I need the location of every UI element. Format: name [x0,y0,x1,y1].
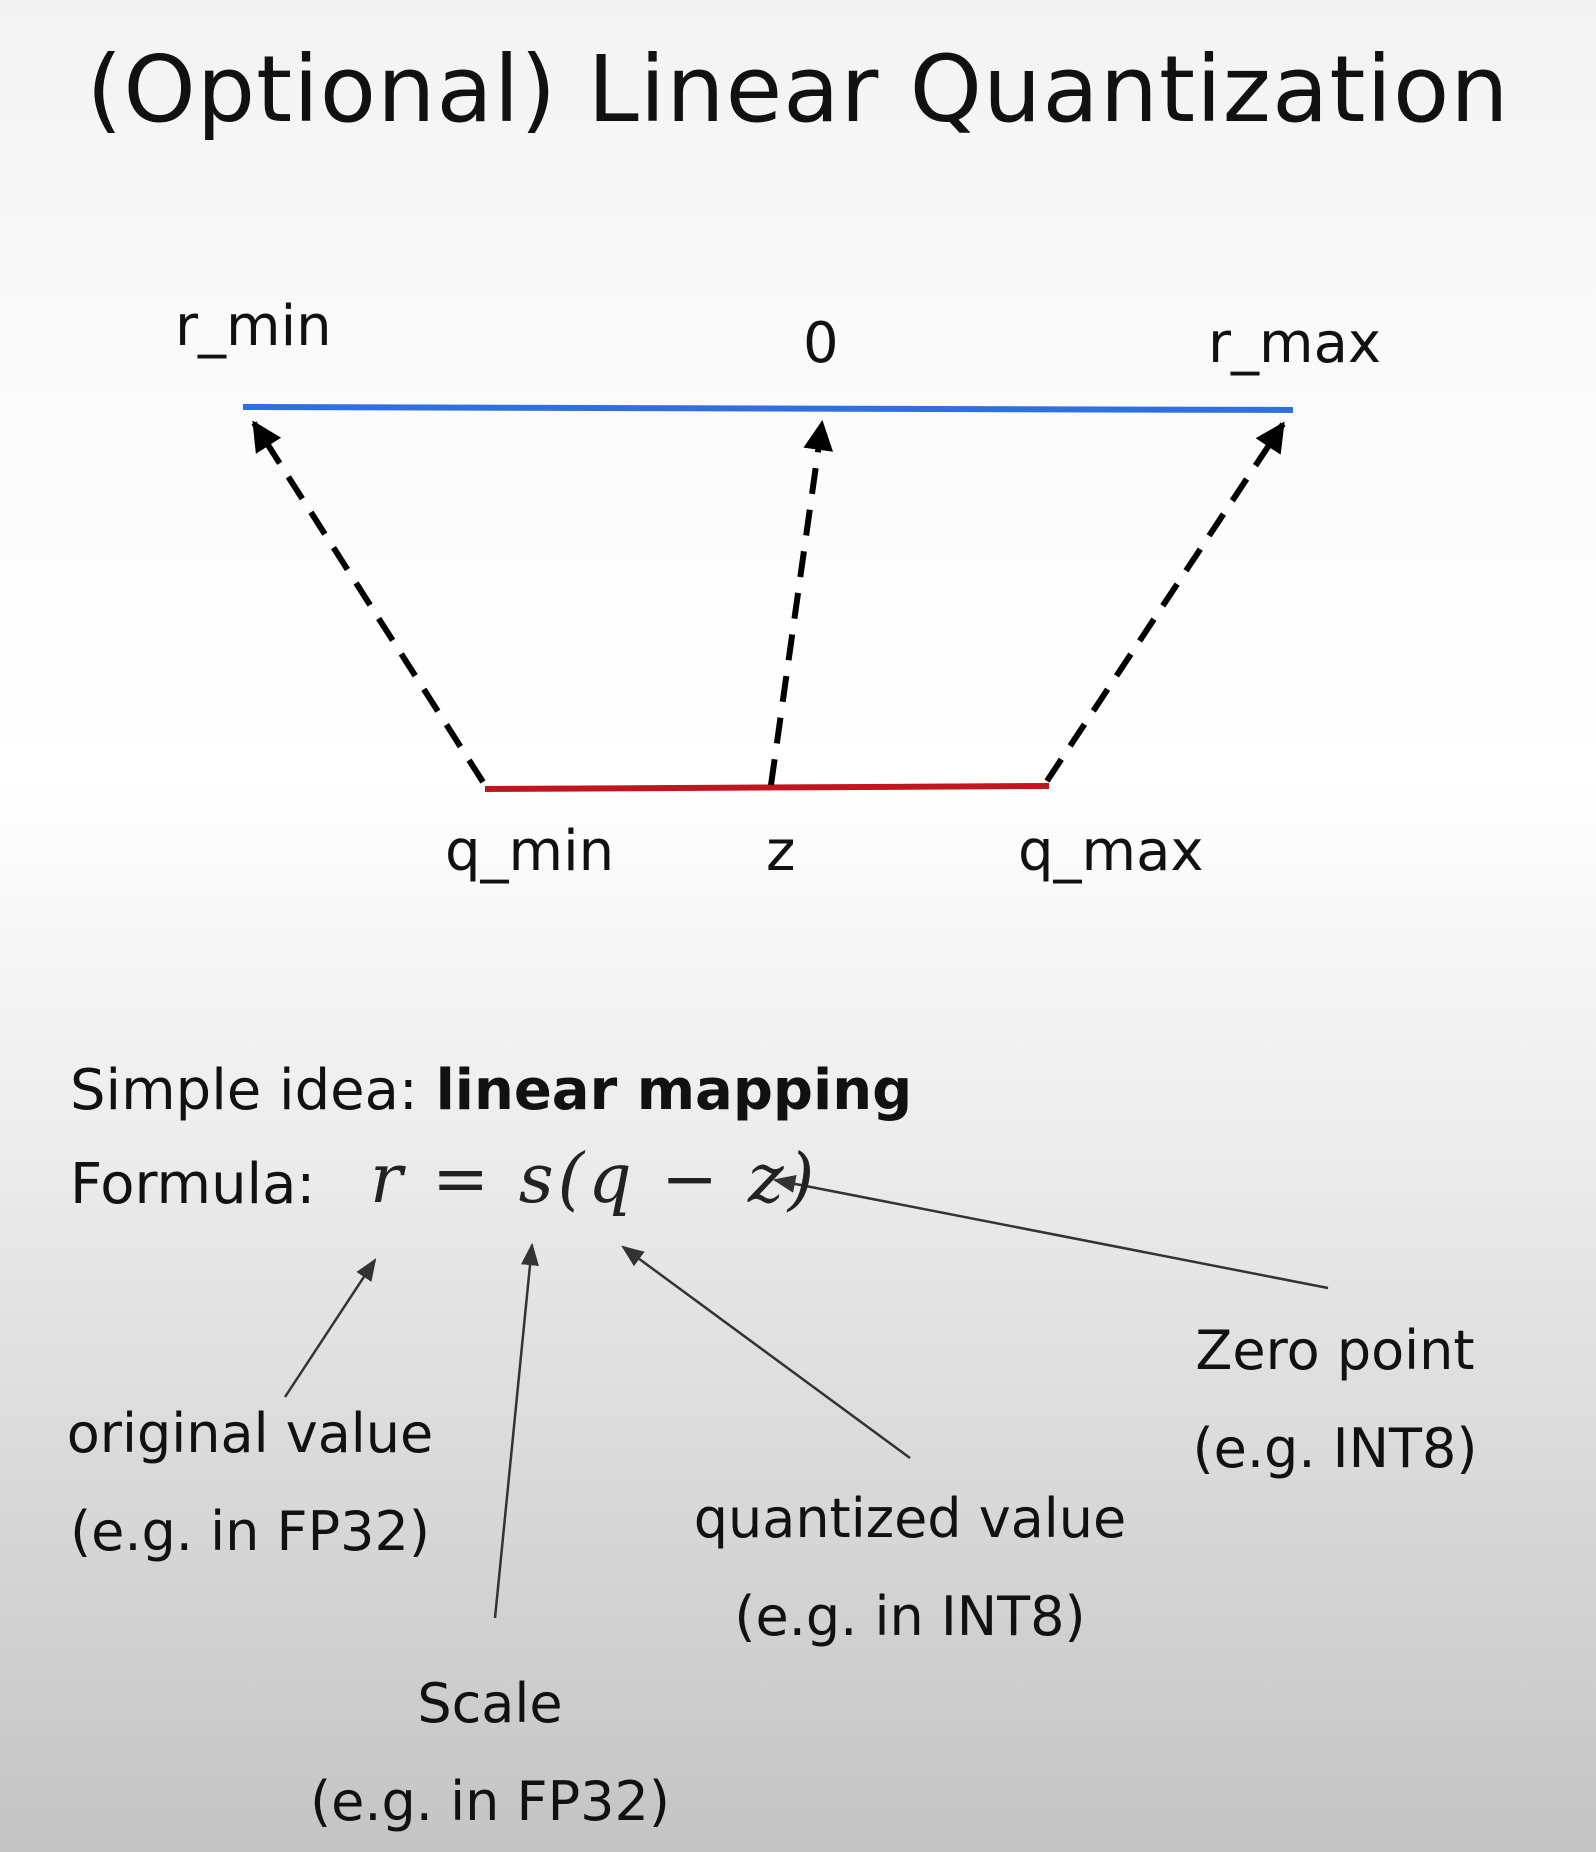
mapping-arrow-z-to-zero [768,420,834,786]
original-value-annotation: original value (e.g. in FP32) [40,1385,460,1581]
original-value-example: (e.g. in FP32) [70,1500,430,1563]
mapping-arrow-qmax-to-rmax [1044,421,1286,783]
zero-point-example: (e.g. INT8) [1192,1417,1478,1480]
simple-idea-line: Simple idea: linear mapping [70,1058,912,1123]
quantized-value-pointer [621,1245,911,1460]
zero-point-annotation: Zero point (e.g. INT8) [1165,1302,1505,1498]
quantized-value-example: (e.g. in INT8) [734,1585,1086,1648]
original-value-title: original value [66,1402,434,1465]
z-label: z [766,819,795,884]
scale-pointer [493,1242,539,1619]
zero-point-title: Zero point [1195,1319,1475,1382]
zero-point-pointer [772,1175,1329,1290]
r-min-label: r_min [175,294,332,359]
scale-title: Scale [417,1672,563,1735]
quantized-range-line [484,783,1050,792]
quantized-value-annotation: quantized value (e.g. in INT8) [660,1470,1160,1666]
original-value-pointer [283,1258,377,1398]
q-max-label: q_max [1018,819,1204,884]
page-title: (Optional) Linear Quantization [86,36,1510,143]
simple-idea-emphasis: linear mapping [435,1058,913,1123]
simple-idea-prefix: Simple idea: [70,1058,436,1123]
real-range-line [242,404,1294,413]
mapping-arrow-qmin-to-rmin [251,420,486,784]
quantized-value-title: quantized value [693,1487,1127,1550]
formula-expression: r = s(q − z) [370,1140,819,1219]
r-max-label: r_max [1208,311,1381,376]
formula-label: Formula: [70,1152,316,1217]
q-min-label: q_min [445,819,614,884]
scale-example: (e.g. in FP32) [310,1770,670,1833]
scale-annotation: Scale (e.g. in FP32) [290,1655,690,1851]
zero-label: 0 [803,311,839,376]
